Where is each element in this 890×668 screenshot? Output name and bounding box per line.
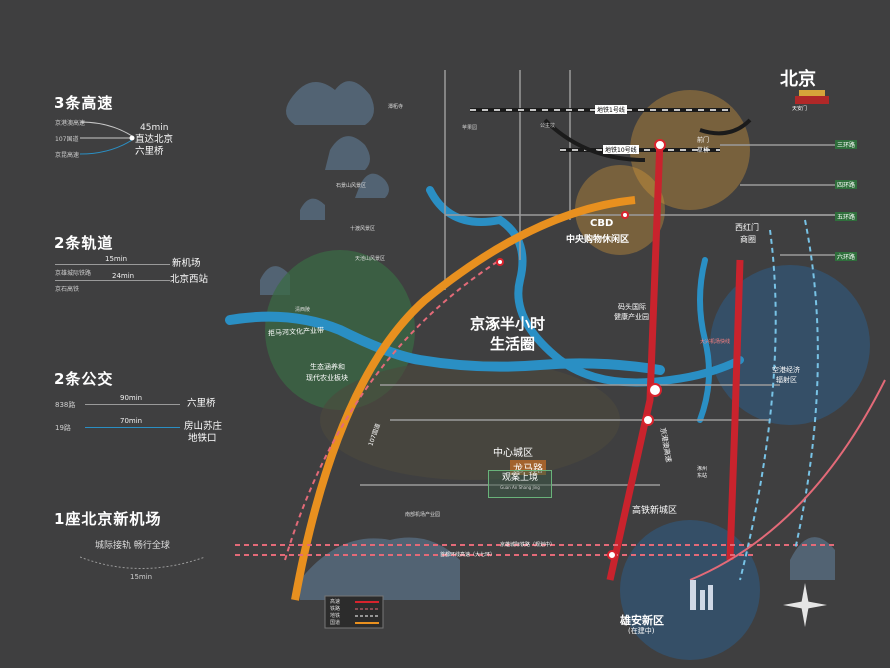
xihongmen-label-1: 西红门 xyxy=(735,223,759,232)
rail-time-a: 15min xyxy=(105,255,128,263)
highway-lines-icon xyxy=(80,121,135,155)
highways-title: 3条高速 xyxy=(54,94,114,112)
gongzhufen-label: 公主坟 xyxy=(540,123,556,129)
airport-zone-label-1: 空港经济 xyxy=(772,366,800,374)
project-box-title: 观案上境 xyxy=(501,473,538,483)
highway-route-2: 107国道 xyxy=(55,136,79,143)
pinggu-label: 苹果园 xyxy=(462,125,478,131)
bus-time-a: 90min xyxy=(120,394,143,402)
rail-dest-a: 新机场 xyxy=(172,258,201,269)
cbd-label: CBD xyxy=(590,218,614,229)
rail-route-2: 京石高铁 xyxy=(55,286,80,293)
cbd-glow xyxy=(575,165,665,255)
rails-title: 2条轨道 xyxy=(54,234,114,252)
rail-time-b: 24min xyxy=(112,272,135,280)
airport-time: 15min xyxy=(130,573,153,581)
daxing-airport-line-label: 大兴机场快线 xyxy=(700,339,731,345)
bus-line-a xyxy=(85,404,180,405)
highway-dest-2: 六里桥 xyxy=(135,146,164,157)
jingxiong-rail-label: 京雄城际铁路（规划中） xyxy=(500,542,556,548)
ring-roads xyxy=(360,70,835,486)
subway-10-label: 地铁10号线 xyxy=(603,145,639,154)
bus-dest-b-1: 房山苏庄 xyxy=(184,421,223,432)
ring-label-3: 三环路 xyxy=(835,140,858,149)
matou-label-1: 码头国际 xyxy=(618,303,646,311)
legend-label-1: 高速 xyxy=(330,599,341,605)
bus-time-b: 70min xyxy=(120,417,143,425)
legend-label-4: 国道 xyxy=(330,620,341,626)
info-panel: 3条高速 京港澳高速 107国道 京昆高速 45min 直达北京 六里桥 2条轨… xyxy=(0,0,230,668)
project-box[interactable]: 观案上境 Guan An Shang Jing xyxy=(488,470,552,498)
zhuozhou-east-label-1: 涿州 xyxy=(697,466,708,472)
airport-zone-label-2: 辐射区 xyxy=(776,376,797,384)
rail-route-1: 京雄城际铁路 xyxy=(55,270,92,277)
bus-route-a: 838路 xyxy=(55,401,76,409)
eco-label-1: 生态涵养和 xyxy=(310,363,345,371)
rail-dest-b: 北京西站 xyxy=(170,274,209,285)
airport-slogan: 城际接轨 畅行全球 xyxy=(95,541,170,551)
dashed-lines xyxy=(235,219,886,581)
route-107-line xyxy=(291,196,636,601)
tiananmen-label: 天安门 xyxy=(792,106,808,112)
town-label-2: 十渡风景区 xyxy=(350,226,376,232)
highway-route-3: 京昆高速 xyxy=(55,152,80,159)
xiongan-label: 雄安新区 xyxy=(620,614,664,627)
town-label-3: 天池山风景区 xyxy=(355,256,386,262)
xiongan-building-icon xyxy=(690,580,713,610)
xiongan-sub-label: (在建中) xyxy=(628,627,655,635)
tiananmen-icon xyxy=(795,90,829,104)
highway-route-1: 京港澳高速 xyxy=(55,120,86,127)
xihongmen-label-2: 商圈 xyxy=(740,235,756,244)
legend-label-3: 地铁 xyxy=(330,613,341,619)
buses-title: 2条公交 xyxy=(54,370,114,388)
town-label-5: 清西陵 xyxy=(295,307,311,313)
rail-line-a xyxy=(55,264,170,265)
bus-route-b: 19路 xyxy=(55,424,71,432)
legend-box xyxy=(324,595,384,629)
station-markers xyxy=(496,139,666,560)
center-zone-label: 中心城区 xyxy=(493,448,533,459)
project-center-label-1: 京涿半小时 xyxy=(470,315,546,333)
capital-ring-label: 首都环线高速（大七环） xyxy=(440,552,496,558)
ring-label-6: 六环路 xyxy=(835,252,858,261)
town-label-1: 石景山风景区 xyxy=(336,183,367,189)
caoqiao-label: 草桥 xyxy=(697,147,710,154)
mountain-shapes xyxy=(260,81,835,600)
subway-1-label: 地铁1号线 xyxy=(595,105,627,114)
cbd-sub-label: 中央购物休闲区 xyxy=(566,235,630,245)
qianmen-label: 前门 xyxy=(697,137,710,144)
ring-label-4: 四环路 xyxy=(835,180,858,189)
town-label-4: 潭柘寺 xyxy=(388,104,404,110)
bus-dest-b-2: 地铁口 xyxy=(188,433,217,444)
legend-label-2: 铁路 xyxy=(330,606,341,612)
project-box-sub: Guan An Shang Jing xyxy=(500,485,540,490)
project-center-label-2: 生活圈 xyxy=(490,335,536,353)
bus-line-b xyxy=(85,427,180,428)
compass-icon xyxy=(783,583,827,627)
airport-arc-icon xyxy=(80,556,206,569)
nanguan-label: 南部机场产业园 xyxy=(405,512,441,518)
airport-title: 1座北京新机场 xyxy=(54,510,162,528)
ring-label-5: 五环路 xyxy=(835,212,858,221)
bus-dest-a: 六里桥 xyxy=(187,398,216,409)
hsr-zone-label: 高铁新城区 xyxy=(632,506,678,516)
eco-label-2: 现代农业板块 xyxy=(306,374,348,382)
rail-line-b xyxy=(55,280,170,281)
beijing-title: 北京 xyxy=(780,69,816,90)
highway-lines xyxy=(606,139,744,581)
highway-dest-1: 直达北京 xyxy=(135,134,174,145)
zhuozhou-east-label-2: 东站 xyxy=(697,473,708,479)
highway-time: 45min xyxy=(140,123,169,133)
rivers xyxy=(225,186,744,423)
matou-label-2: 健康产业园 xyxy=(614,313,649,321)
